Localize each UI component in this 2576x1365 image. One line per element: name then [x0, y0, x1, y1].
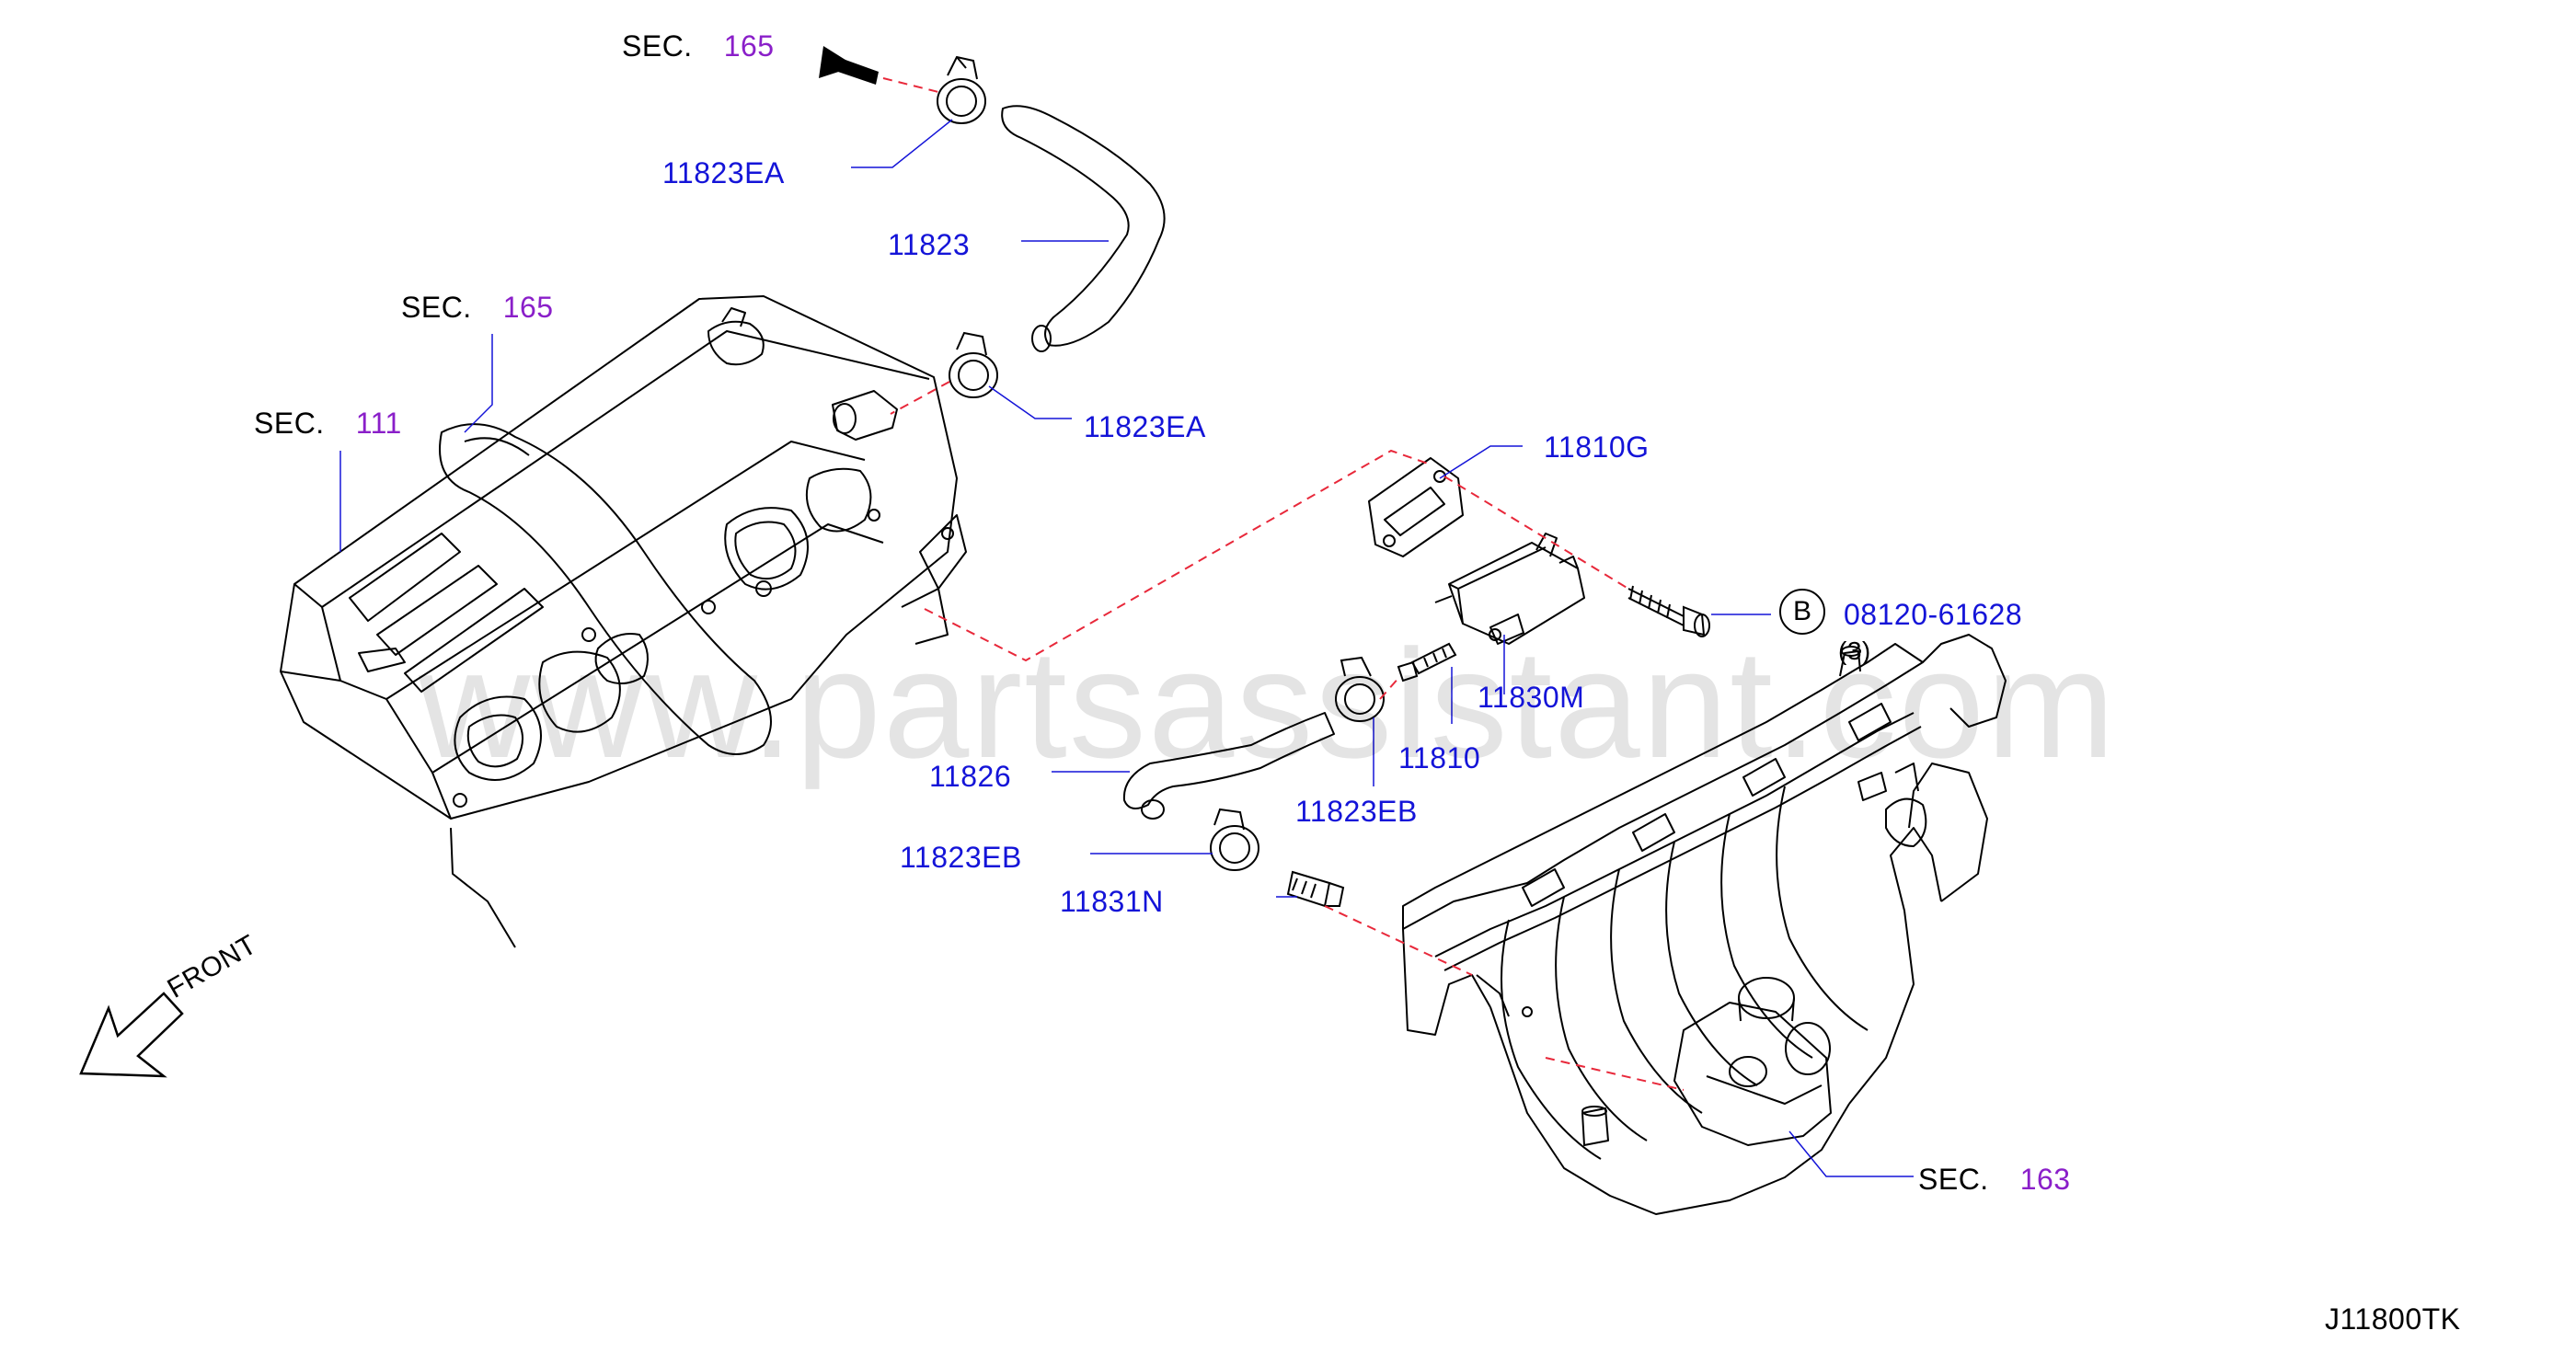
hose-11826-drawing	[1122, 712, 1335, 820]
leader-lines	[851, 119, 1914, 1177]
part-11823eb-left[interactable]: 11823EB	[900, 841, 1022, 874]
front-arrow-icon	[79, 992, 184, 1078]
part-11823[interactable]: 11823	[888, 228, 971, 261]
section-leader-lines	[339, 334, 493, 552]
diagram-code: J11800TK	[2325, 1302, 2461, 1336]
sec-prefix: SEC.	[254, 407, 325, 440]
sec-165-engine[interactable]: SEC. 165	[401, 291, 554, 324]
part-11823eb-right[interactable]: 11823EB	[1295, 795, 1418, 828]
part-11831n[interactable]: 11831N	[1060, 885, 1164, 918]
sec-111-engine[interactable]: SEC. 111	[254, 407, 402, 440]
part-11810g[interactable]: 11810G	[1544, 430, 1650, 464]
intake-manifold-drawing	[1402, 634, 2007, 1215]
sec-163-manifold[interactable]: SEC. 163	[1918, 1163, 2071, 1196]
pcv-valve-11831n-drawing	[1286, 870, 1345, 908]
engine-cylinder-head	[280, 295, 967, 948]
callout-b-icon: B	[1779, 589, 1825, 635]
part-11830m[interactable]: 11830M	[1478, 681, 1585, 714]
clamp-11823eb-right-drawing	[1335, 656, 1385, 722]
sec-number: 163	[2019, 1163, 2071, 1196]
assembly-dashed-lines	[882, 77, 1685, 1091]
sec-number: 111	[355, 407, 402, 440]
part-11823ea-upper[interactable]: 11823EA	[662, 156, 785, 189]
part-11823ea-lower[interactable]: 11823EA	[1084, 410, 1206, 443]
sec-165-top[interactable]: SEC. 165	[622, 29, 775, 63]
hose-11823-drawing	[1001, 105, 1166, 352]
direction-arrow-icon	[819, 46, 879, 85]
sec-prefix: SEC.	[401, 291, 472, 324]
clamp-11823eb-left-drawing	[1210, 808, 1259, 871]
sec-number: 165	[723, 29, 775, 63]
clamp-11823ea-upper-drawing	[937, 55, 986, 124]
watermark-text: www.partsassistant.com	[419, 617, 2117, 790]
bolt-quantity: (3)	[1838, 637, 1871, 665]
sec-prefix: SEC.	[1918, 1163, 1989, 1196]
part-11826[interactable]: 11826	[929, 760, 1012, 793]
connector-11810-drawing	[1397, 642, 1457, 682]
part-08120-61628[interactable]: 08120-61628	[1844, 598, 2023, 631]
sec-prefix: SEC.	[622, 29, 693, 63]
bolt-08120-61628-drawing	[1627, 585, 1710, 637]
clamp-11823ea-lower-drawing	[949, 331, 998, 398]
sec-number: 165	[502, 291, 554, 324]
valve-11830m-drawing	[1434, 533, 1585, 645]
part-11810[interactable]: 11810	[1398, 741, 1481, 774]
